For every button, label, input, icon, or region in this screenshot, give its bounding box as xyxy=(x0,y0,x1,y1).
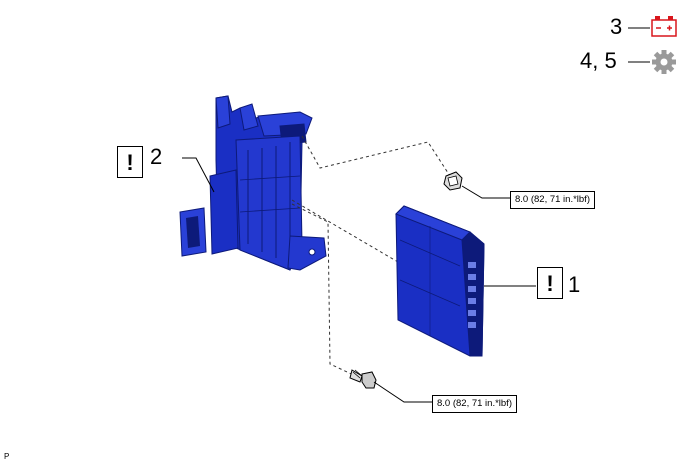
callout-3: 3 xyxy=(610,14,623,39)
bolt-lower xyxy=(349,369,377,389)
ecu-module-part-1 xyxy=(395,205,485,357)
callout-2: 2 xyxy=(150,144,163,169)
callout-4-5: 4, 5 xyxy=(580,48,617,73)
nut-upper xyxy=(443,171,463,191)
corner-code: P xyxy=(4,452,10,461)
battery-icon xyxy=(651,16,677,37)
alert-box-part-1: ! xyxy=(537,267,563,299)
gear-icon xyxy=(652,50,676,74)
bracket-part-2 xyxy=(179,95,327,271)
guide-lines xyxy=(291,135,451,379)
torque-label-lower: 8.0 (82, 71 in.*lbf) xyxy=(432,395,517,413)
leader-line-2 xyxy=(182,157,215,193)
leader-line-torque-lower xyxy=(373,381,432,403)
leader-line-torque-upper xyxy=(461,185,510,199)
callout-1: 1 xyxy=(568,272,581,297)
torque-label-upper: 8.0 (82, 71 in.*lbf) xyxy=(510,191,595,209)
alert-box-part-2: ! xyxy=(117,146,143,178)
